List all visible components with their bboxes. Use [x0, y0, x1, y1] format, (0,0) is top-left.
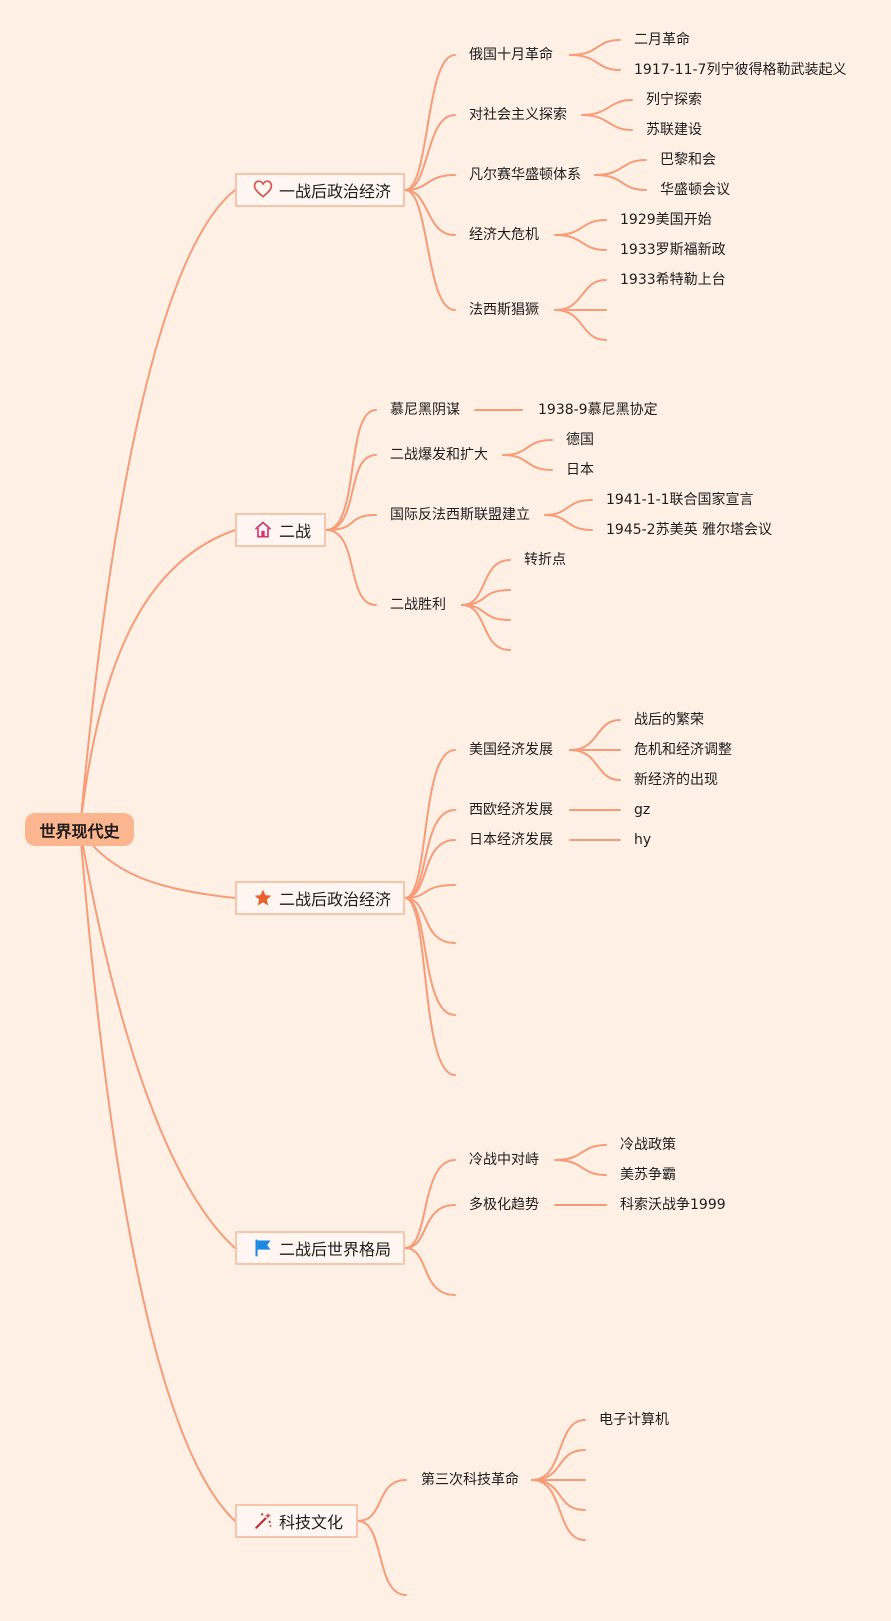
- subtopic[interactable]: 日本: [566, 462, 594, 478]
- branch-label: 二战: [279, 522, 312, 541]
- topic[interactable]: 二战爆发和扩大: [390, 447, 488, 463]
- subtopic[interactable]: 冷战政策: [620, 1137, 676, 1153]
- magic-wand-icon: [253, 1511, 273, 1531]
- branch-3[interactable]: 二战后政治经济: [235, 881, 405, 915]
- subtopic[interactable]: 1933罗斯福新政: [620, 242, 726, 258]
- branch-label: 科技文化: [279, 1513, 344, 1532]
- topic[interactable]: 俄国十月革命: [469, 47, 553, 63]
- topic[interactable]: 国际反法西斯联盟建立: [390, 507, 530, 523]
- flag-icon: [253, 1238, 273, 1258]
- topic[interactable]: 西欧经济发展: [469, 802, 553, 818]
- connector: [79, 189, 236, 830]
- branch-1[interactable]: 一战后政治经济: [235, 173, 405, 207]
- subtopic[interactable]: 科索沃战争1999: [620, 1197, 726, 1213]
- subtopic[interactable]: 1929美国开始: [620, 212, 712, 228]
- subtopic[interactable]: 华盛顿会议: [660, 182, 730, 198]
- subtopic[interactable]: 二月革命: [634, 32, 690, 48]
- subtopic[interactable]: 苏联建设: [646, 122, 702, 138]
- topic[interactable]: 凡尔赛华盛顿体系: [469, 167, 581, 183]
- subtopic[interactable]: 1933希特勒上台: [620, 272, 726, 288]
- subtopic[interactable]: 危机和经济调整: [634, 742, 732, 758]
- subtopic[interactable]: 新经济的出现: [634, 772, 718, 788]
- branch-label: 二战后政治经济: [279, 890, 392, 909]
- topic[interactable]: 冷战中对峙: [469, 1152, 539, 1168]
- topic[interactable]: 对社会主义探索: [469, 107, 567, 123]
- heart-icon: [253, 180, 273, 200]
- subtopic[interactable]: hy: [634, 832, 652, 848]
- subtopic[interactable]: 1941-1-1联合国家宣言: [606, 492, 754, 508]
- branch-2[interactable]: 二战: [235, 513, 326, 547]
- topic[interactable]: 慕尼黑阴谋: [390, 402, 460, 418]
- star-icon: [253, 888, 273, 908]
- topic[interactable]: 多极化趋势: [469, 1197, 539, 1213]
- branch-label: 一战后政治经济: [279, 182, 392, 201]
- subtopic[interactable]: 列宁探索: [646, 92, 702, 108]
- topic[interactable]: 日本经济发展: [469, 832, 553, 848]
- subtopic[interactable]: 德国: [566, 432, 594, 448]
- branch-label: 二战后世界格局: [279, 1240, 392, 1259]
- home-icon: [253, 520, 273, 540]
- topic[interactable]: 二战胜利: [390, 597, 446, 613]
- topic[interactable]: 经济大危机: [469, 227, 539, 243]
- root-topic[interactable]: 世界现代史: [25, 813, 134, 846]
- connector: [79, 828, 236, 1522]
- connector: [79, 529, 236, 830]
- branch-5[interactable]: 科技文化: [235, 1504, 358, 1538]
- topic[interactable]: 美国经济发展: [469, 742, 553, 758]
- subtopic[interactable]: 1917-11-7列宁彼得格勒武装起义: [634, 62, 847, 78]
- topic[interactable]: 法西斯猖獗: [469, 302, 539, 318]
- subtopic[interactable]: 转折点: [524, 552, 566, 568]
- connector: [79, 828, 236, 1249]
- branch-4[interactable]: 二战后世界格局: [235, 1231, 405, 1265]
- subtopic[interactable]: gz: [634, 802, 651, 818]
- subtopic[interactable]: 美苏争霸: [620, 1167, 676, 1183]
- subtopic[interactable]: 电子计算机: [599, 1412, 669, 1428]
- subtopic[interactable]: 1945-2苏美英 雅尔塔会议: [606, 522, 773, 538]
- topic[interactable]: 第三次科技革命: [421, 1472, 519, 1488]
- subtopic[interactable]: 巴黎和会: [660, 152, 716, 168]
- subtopic[interactable]: 1938-9慕尼黑协定: [538, 402, 658, 418]
- subtopic[interactable]: 战后的繁荣: [634, 712, 704, 728]
